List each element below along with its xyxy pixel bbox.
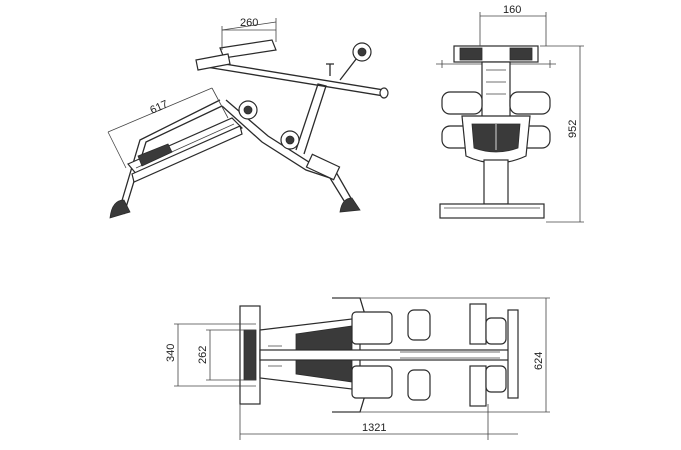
- top-rear-roller-lower: [485, 365, 507, 393]
- top-spine: [259, 349, 517, 361]
- top-foot-end: [507, 309, 519, 399]
- dim-label-340: 340: [165, 344, 177, 362]
- dim-line-617: [107, 87, 213, 133]
- top-rear-roller-upper: [485, 317, 507, 345]
- side-main-frame: [221, 105, 347, 205]
- dim-label-617: 617: [148, 98, 170, 116]
- front-roller-left-upper: [441, 91, 483, 115]
- dim-label-624: 624: [533, 352, 545, 370]
- top-pad-upper: [351, 311, 393, 345]
- side-top-bar: [199, 59, 385, 91]
- side-backrest-pad: [127, 117, 244, 183]
- top-rear-post-upper: [469, 303, 487, 345]
- side-front-foot: [339, 197, 361, 213]
- front-lower-column: [483, 159, 509, 205]
- side-rear-leg: [117, 99, 221, 215]
- dim-label-262: 262: [197, 346, 209, 364]
- dim-label-952: 952: [567, 120, 579, 138]
- dim-label-260: 260: [240, 17, 258, 29]
- dim-label-160: 160: [503, 4, 521, 16]
- front-roller-right-upper: [509, 91, 551, 115]
- top-roller-upper: [407, 309, 431, 341]
- side-rear-foot: [109, 199, 131, 219]
- front-base: [439, 203, 545, 219]
- front-view: 160 952: [436, 4, 584, 223]
- top-view: 1321 624 340 262: [165, 297, 550, 440]
- side-front-post: [295, 83, 327, 155]
- top-roller-lower: [407, 369, 431, 401]
- top-pad-lower: [351, 365, 393, 399]
- side-view: 617 260: [107, 17, 389, 219]
- front-column: [481, 61, 511, 123]
- top-rear-post-lower: [469, 365, 487, 407]
- dim-label-1321: 1321: [362, 422, 386, 434]
